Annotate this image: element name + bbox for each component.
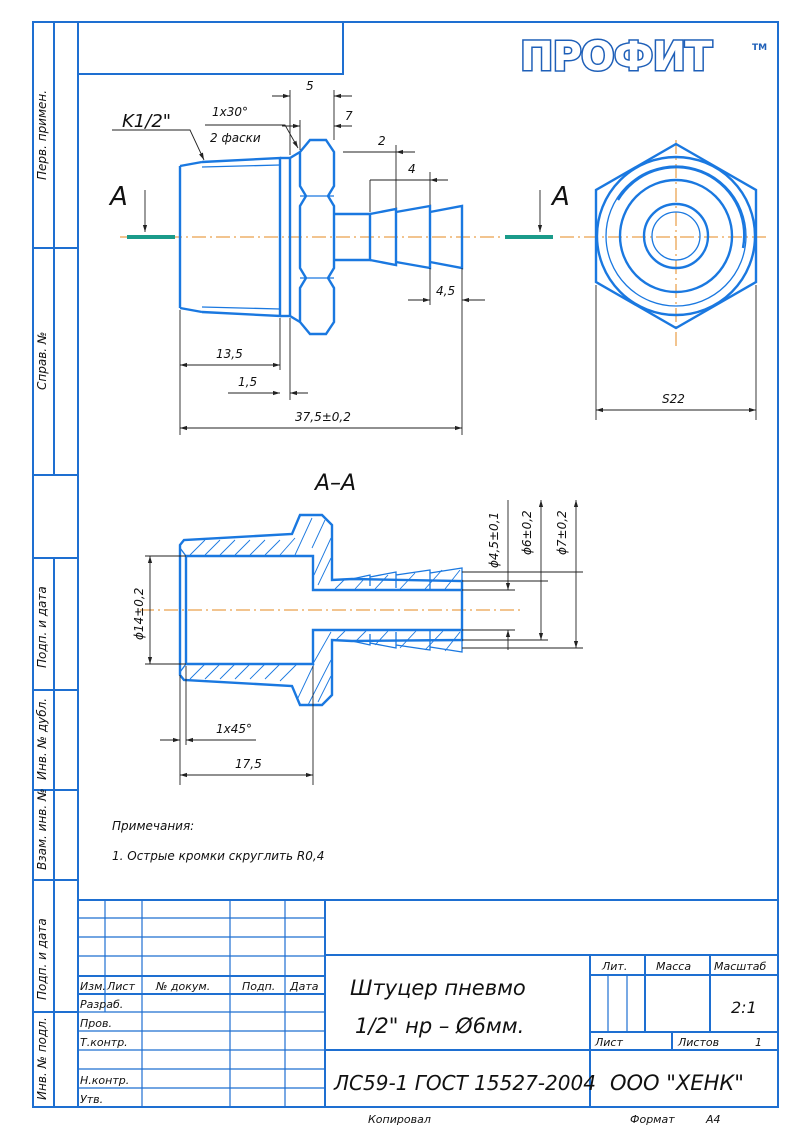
dim-13-5: 13,5 — [216, 347, 243, 361]
side-label-inv-podl: Инв. № подл. — [35, 1017, 49, 1100]
notes-heading: Примечания: — [112, 819, 194, 833]
dim-1x45: 1x45° — [216, 722, 252, 736]
format-label: Формат — [630, 1113, 675, 1126]
inner-frame — [77, 21, 779, 1108]
title-block — [78, 899, 778, 1107]
row-prov: Пров. — [80, 1017, 112, 1030]
dim-4-5: 4,5 — [436, 284, 455, 298]
col-list: Лист — [106, 980, 135, 993]
dim-d6: ϕ6±0,2 — [520, 510, 534, 555]
dim-17-5: 17,5 — [235, 757, 262, 771]
top-left-box — [77, 21, 344, 75]
dim-4: 4 — [408, 162, 416, 176]
side-label-podp2: Подп. и дата — [35, 918, 49, 1000]
part-name-line1: Штуцер пневмо — [350, 976, 526, 1000]
side-label-sprav: Справ. № — [35, 332, 49, 390]
side-label-inv-dubl: Инв. № дубл. — [35, 698, 49, 780]
row-razrab: Разраб. — [80, 998, 123, 1011]
dim-d14: ϕ14±0,2 — [132, 588, 146, 640]
side-view: S22 — [560, 140, 770, 420]
svg-text:TM: TM — [752, 43, 767, 53]
notes-item-1: 1. Острые кромки скруглить R0,4 — [112, 849, 324, 863]
col-izm: Изм. — [80, 980, 106, 993]
sheet-label: Лист — [594, 1036, 623, 1049]
format-value: А4 — [705, 1113, 721, 1126]
svg-text:ПРОФИТ: ПРОФИТ — [520, 34, 713, 80]
side-label-vzam: Взам. инв. № — [35, 789, 49, 870]
profit-logo: ПРОФИТ TM — [519, 33, 768, 82]
dim-7: 7 — [345, 109, 353, 123]
massa-label: Масса — [656, 960, 691, 973]
scale-value: 2:1 — [731, 998, 757, 1017]
row-nkontr: Н.контр. — [80, 1074, 129, 1087]
company-name: ООО "ХЕНК" — [610, 1071, 744, 1095]
left-side-strip — [33, 22, 78, 1107]
chamfer-top: 1x30° — [212, 105, 248, 119]
lit-label: Лит. — [601, 960, 627, 973]
dim-1-5: 1,5 — [238, 375, 257, 389]
dim-5: 5 — [306, 79, 314, 93]
dim-d4-5: ϕ4,5±0,1 — [487, 512, 501, 568]
sheets-count: 1 — [755, 1036, 762, 1049]
section-mark-left: A — [108, 182, 128, 212]
col-podp: Подп. — [242, 980, 275, 993]
dim-2: 2 — [378, 134, 386, 148]
kopiroval-label: Копировал — [368, 1113, 431, 1126]
dim-total: 37,5±0,2 — [295, 410, 351, 424]
col-data: Дата — [289, 980, 319, 993]
dim-s22: S22 — [662, 392, 685, 406]
section-mark-right: A — [550, 182, 570, 212]
front-view: A A K1/2" 1x30° 2 фаски 5 7 2 4 — [108, 79, 570, 435]
row-tkontr: Т.контр. — [80, 1036, 128, 1049]
masshtab-label: Масштаб — [714, 960, 766, 973]
thread-label: K1/2" — [122, 111, 171, 132]
outer-frame — [32, 21, 779, 1108]
side-label-podp1: Подп. и дата — [35, 586, 49, 668]
section-view: A–A ϕ14±0,2 ϕ4,5±0,1 ϕ6±0,2 — [132, 471, 583, 785]
dim-d7: ϕ7±0,2 — [555, 510, 569, 555]
material: ЛС59-1 ГОСТ 15527-2004 — [333, 1071, 596, 1095]
col-dokum: № докум. — [155, 980, 210, 993]
part-name-line2: 1/2" нр – Ø6мм. — [355, 1014, 524, 1038]
sheets-label: Листов — [677, 1036, 719, 1049]
section-title: A–A — [313, 471, 356, 496]
side-label-perv: Перв. примен. — [35, 90, 49, 180]
row-utv: Утв. — [80, 1093, 103, 1106]
chamfer-bottom: 2 фаски — [210, 131, 261, 145]
